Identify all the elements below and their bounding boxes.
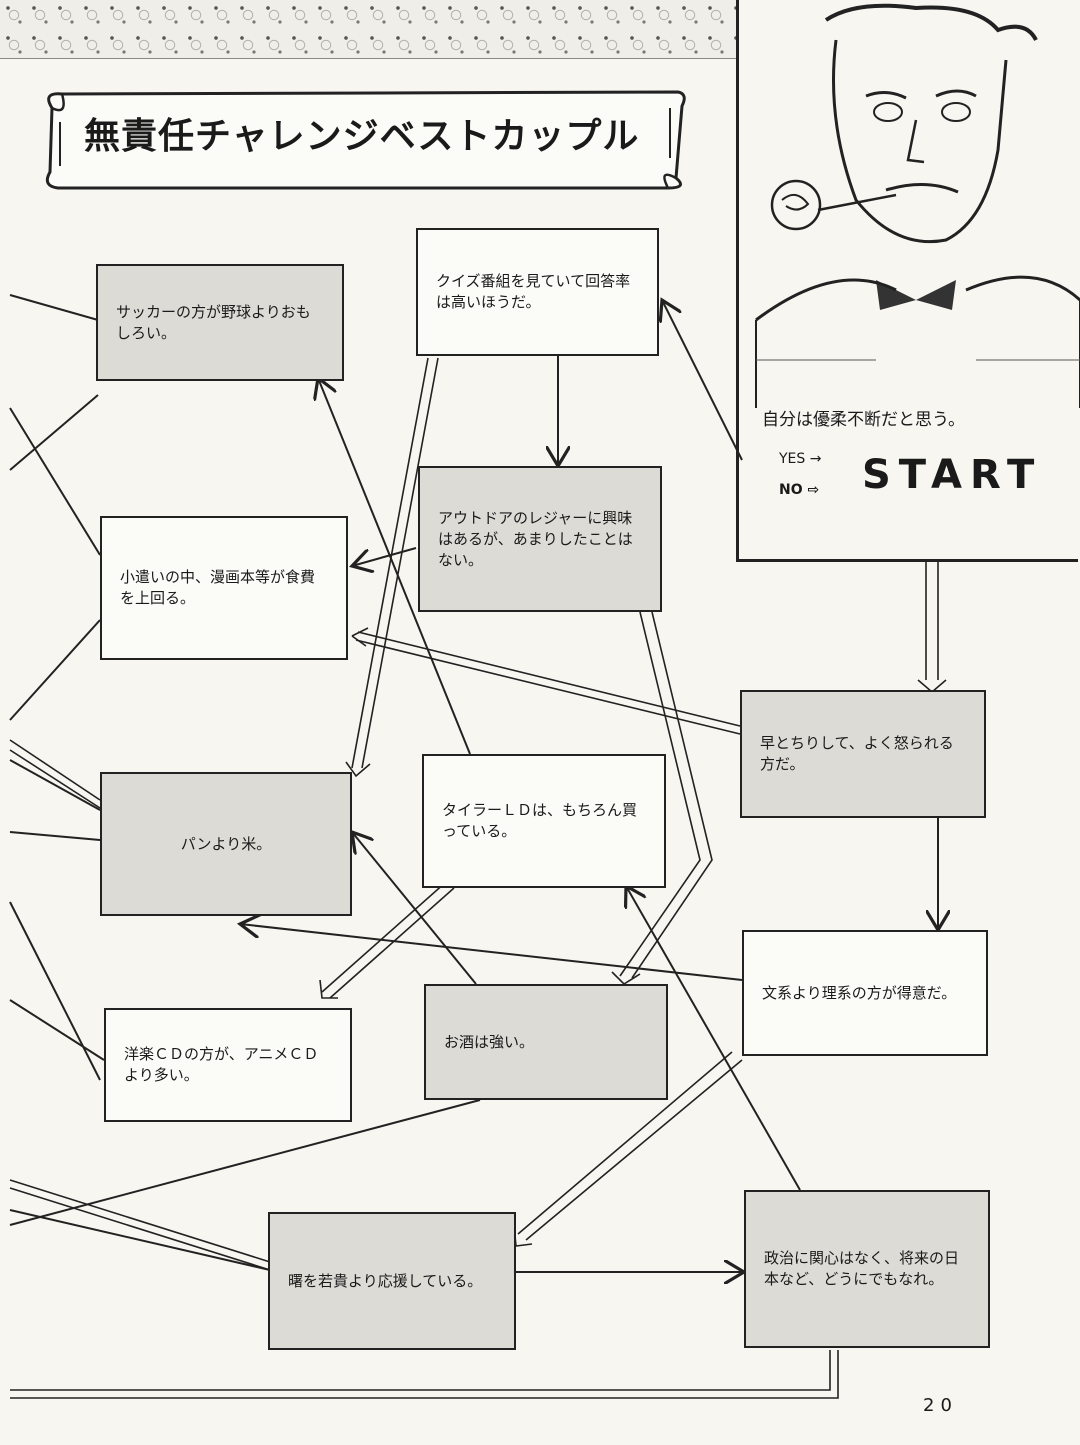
decorative-pattern-strip: [0, 0, 737, 59]
node-soccer: サッカーの方が野球よりおもしろい。: [96, 264, 344, 381]
node-manga-text: 小遣いの中、漫画本等が食費を上回る。: [120, 568, 316, 607]
node-seiji: 政治に関心はなく、将来の日本など、どうにでもなれ。: [744, 1190, 990, 1348]
node-taylor-text: タイラーＬＤは、もちろん買っている。: [442, 801, 638, 840]
yes-label: YES →: [779, 451, 822, 467]
node-akebono: 曙を若貴より応援している。: [268, 1212, 516, 1350]
node-outdoor: アウトドアのレジャーに興味はあるが、あまりしたことはない。: [418, 466, 662, 612]
node-bunkei-text: 文系より理系の方が得意だ。: [762, 983, 957, 1002]
node-quiz-text: クイズ番組を見ていて回答率は高いほうだ。: [436, 272, 631, 311]
node-seiji-text: 政治に関心はなく、将来の日本など、どうにでもなれ。: [764, 1249, 960, 1288]
start-label: START: [862, 452, 1043, 498]
node-rice: パンより米。: [100, 772, 352, 916]
node-sake-text: お酒は強い。: [444, 1032, 535, 1051]
page-number: 20: [923, 1395, 958, 1416]
start-panel: [736, 0, 1078, 562]
node-rice-text: パンより米。: [180, 834, 272, 853]
node-taylor: タイラーＬＤは、もちろん買っている。: [422, 754, 666, 888]
node-akebono-text: 曙を若貴より応援している。: [288, 1271, 483, 1290]
node-hayatochiri-text: 早とちりして、よく怒られる方だ。: [760, 734, 954, 773]
node-hayatochiri: 早とちりして、よく怒られる方だ。: [740, 690, 986, 818]
node-cd-text: 洋楽ＣＤの方が、アニメＣＤより多い。: [124, 1045, 319, 1084]
page-title: 無責任チャレンジベストカップル: [84, 116, 640, 157]
node-outdoor-text: アウトドアのレジャーに興味はあるが、あまりしたことはない。: [438, 508, 633, 569]
no-label: NO ⇨: [779, 482, 820, 498]
rose-man-portrait-icon: [755, 3, 1080, 408]
node-quiz: クイズ番組を見ていて回答率は高いほうだ。: [416, 228, 659, 356]
node-sake: お酒は強い。: [424, 984, 668, 1100]
node-manga: 小遣いの中、漫画本等が食費を上回る。: [100, 516, 348, 660]
scroll-banner-icon: [45, 90, 686, 190]
start-question: 自分は優柔不断だと思う。: [762, 410, 965, 430]
node-bunkei: 文系より理系の方が得意だ。: [742, 930, 988, 1056]
node-soccer-text: サッカーの方が野球よりおもしろい。: [116, 302, 311, 342]
node-cd: 洋楽ＣＤの方が、アニメＣＤより多い。: [104, 1008, 352, 1122]
